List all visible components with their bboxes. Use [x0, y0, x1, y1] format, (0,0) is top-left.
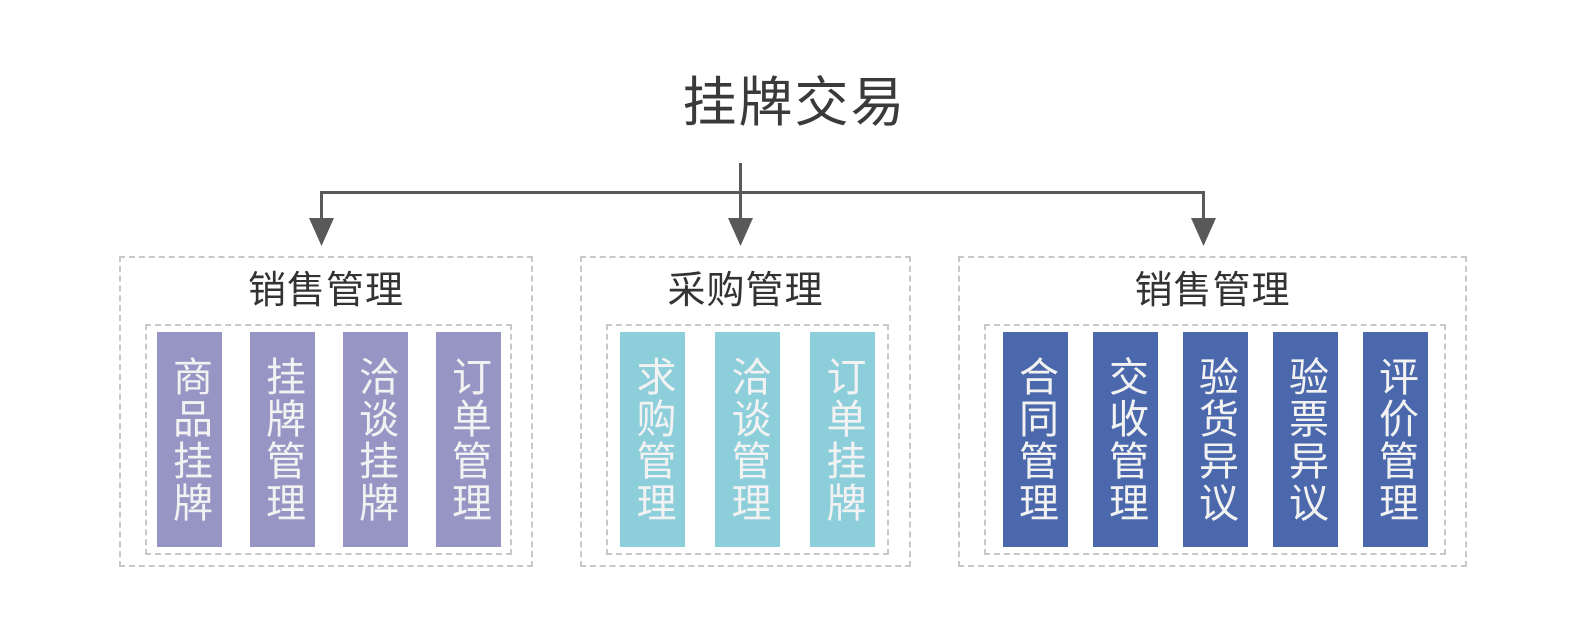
item-bar[interactable]: 合同管理	[1002, 332, 1068, 547]
group-title: 销售管理	[1134, 268, 1291, 312]
item-bar[interactable]: 挂牌管理	[249, 332, 315, 547]
item-label: 评价管理	[1372, 355, 1418, 524]
item-label: 求购管理	[629, 355, 676, 524]
item-label: 验货异议	[1192, 355, 1238, 524]
root-node-title: 挂牌交易	[682, 71, 907, 134]
group-panel-sales-management-right[interactable]: 销售管理 合同管理 交收管理 验货异议 验票异议 评价管理	[958, 256, 1467, 567]
group-panel-sales-management-left[interactable]: 销售管理 商品挂牌 挂牌管理 洽谈挂牌 订单管理	[119, 256, 533, 567]
item-bar[interactable]: 订单挂牌	[810, 332, 875, 547]
item-label: 交收管理	[1102, 355, 1148, 524]
group-panel-purchase-management[interactable]: 采购管理 求购管理 洽谈管理 订单挂牌	[580, 256, 911, 567]
group-items-container: 商品挂牌 挂牌管理 洽谈挂牌 订单管理	[145, 324, 512, 555]
item-label: 洽谈管理	[724, 355, 771, 524]
item-bar[interactable]: 评价管理	[1362, 332, 1428, 547]
item-bar[interactable]: 求购管理	[620, 332, 685, 547]
item-label: 验票异议	[1282, 355, 1328, 524]
item-label: 合同管理	[1012, 355, 1058, 524]
item-bar[interactable]: 验票异议	[1272, 332, 1338, 547]
group-items-container: 求购管理 洽谈管理 订单挂牌	[606, 324, 889, 555]
item-bar[interactable]: 交收管理	[1092, 332, 1158, 547]
item-label: 商品挂牌	[166, 355, 212, 524]
item-label: 订单管理	[445, 355, 491, 524]
group-title: 销售管理	[247, 268, 404, 312]
item-bar[interactable]: 洽谈挂牌	[342, 332, 408, 547]
item-bar[interactable]: 洽谈管理	[715, 332, 780, 547]
item-label: 洽谈挂牌	[352, 355, 398, 524]
item-bar[interactable]: 商品挂牌	[156, 332, 222, 547]
item-label: 挂牌管理	[259, 355, 305, 524]
group-items-container: 合同管理 交收管理 验货异议 验票异议 评价管理	[984, 324, 1446, 555]
item-bar[interactable]: 验货异议	[1182, 332, 1248, 547]
item-label: 订单挂牌	[819, 355, 866, 524]
item-bar[interactable]: 订单管理	[435, 332, 501, 547]
group-title: 采购管理	[667, 268, 824, 312]
